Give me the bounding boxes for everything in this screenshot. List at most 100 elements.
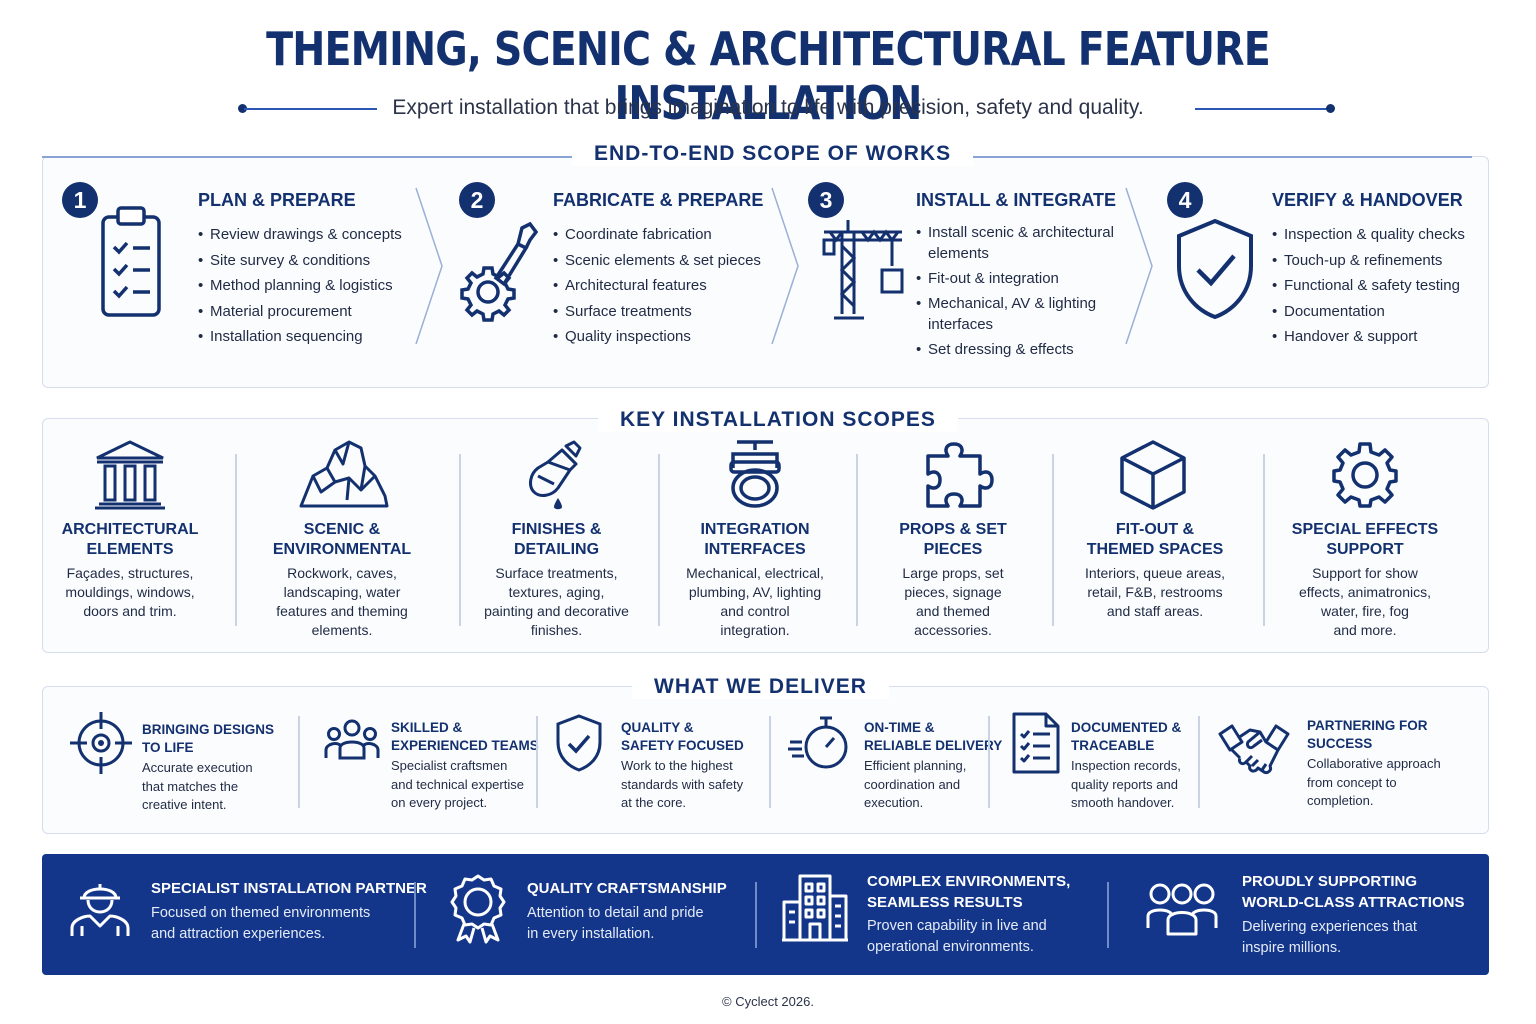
buildings-icon	[782, 874, 848, 942]
puzzle-piece-icon	[926, 442, 994, 508]
target-icon	[70, 712, 132, 774]
step-1-title: PLAN & PREPARE	[198, 190, 356, 210]
deliver-heading: WHAT WE DELIVER	[632, 675, 889, 699]
scope-description: Mechanical, electrical, plumbing, AV, li…	[686, 565, 824, 638]
divider	[1107, 882, 1109, 948]
band-description: Focused on themed environments and attra…	[151, 905, 371, 942]
band-title: PROUDLY SUPPORTING WORLD-CLASS ATTRACTIO…	[1242, 873, 1465, 911]
divider	[856, 454, 858, 626]
deliver-description: Specialist craftsmen and technical exper…	[391, 758, 524, 810]
subtitle-left-dot	[238, 104, 247, 113]
scope-title: SPECIAL EFFECTS SUPPORT	[1291, 521, 1439, 558]
step-2-item: Architectural features	[553, 273, 783, 299]
scope-title: SCENIC & ENVIRONMENTAL	[272, 521, 412, 558]
step-1-item: Method planning & logistics	[198, 273, 418, 299]
step-1-item: Site survey & conditions	[198, 248, 418, 274]
deliver-title: ON-TIME & RELIABLE DELIVERY	[864, 720, 1003, 753]
scope-title: INTEGRATION INTERFACES	[700, 521, 810, 558]
subtitle-right-line	[1195, 108, 1329, 110]
deliver-description: Inspection records, quality reports and …	[1071, 758, 1181, 810]
scope-description: Façades, structures, mouldings, windows,…	[65, 565, 195, 619]
step-3-number: 3	[808, 182, 844, 218]
divider	[459, 454, 461, 626]
step-4-number: 4	[1167, 182, 1203, 218]
step-4-item: Functional & safety testing	[1272, 273, 1482, 299]
step-1-item: Material procurement	[198, 299, 418, 325]
deliver-title: QUALITY & SAFETY FOCUSED	[621, 720, 744, 753]
deliver-title: BRINGING DESIGNS TO LIFE	[142, 722, 275, 755]
scope-description: Rockwork, caves, landscaping, water feat…	[276, 565, 408, 638]
columns-building-icon	[95, 440, 165, 510]
highlights-band: SPECIALIST INSTALLATION PARTNER Focused …	[42, 854, 1489, 975]
divider	[1052, 454, 1054, 626]
deliver-description: Efficient planning, coordination and exe…	[864, 758, 967, 810]
divider	[1263, 454, 1265, 626]
step-1-list: Review drawings & concepts Site survey &…	[198, 222, 418, 350]
gear-icon	[1332, 442, 1398, 508]
step-1-item: Review drawings & concepts	[198, 222, 418, 248]
band-description: Attention to detail and pride in every i…	[527, 905, 704, 942]
step-2-item: Surface treatments	[553, 299, 783, 325]
page-subtitle: Expert installation that brings imaginat…	[392, 96, 1144, 119]
cube-icon	[1120, 440, 1186, 510]
scope-title: ARCHITECTURAL ELEMENTS	[61, 521, 199, 558]
divider	[298, 716, 300, 808]
handshake-icon	[1218, 724, 1290, 774]
page-title: THEMING, SCENIC & ARCHITECTURAL FEATURE …	[266, 22, 1271, 130]
subtitle-left-line	[244, 108, 377, 110]
step-2-item: Coordinate fabrication	[553, 222, 783, 248]
step-3-title: INSTALL & INTEGRATE	[916, 190, 1116, 210]
scope-of-works-heading: END-TO-END SCOPE OF WORKS	[572, 142, 974, 166]
scope-description: Support for show effects, animatronics, …	[1298, 565, 1432, 638]
step-2-list: Coordinate fabrication Scenic elements &…	[553, 222, 783, 350]
band-title: COMPLEX ENVIRONMENTS, SEAMLESS RESULTS	[867, 873, 1071, 911]
stopwatch-icon	[788, 716, 848, 769]
step-4-item: Documentation	[1272, 299, 1482, 325]
deliver-description: Work to the highest standards with safet…	[621, 758, 744, 810]
scope-heading-line-left	[42, 156, 572, 158]
key-scopes-panel	[42, 418, 1489, 653]
chevron-right-icon	[415, 187, 443, 345]
step-1-item: Installation sequencing	[198, 324, 418, 350]
divider	[755, 882, 757, 948]
band-description: Delivering experiences that inspire mill…	[1242, 919, 1417, 956]
band-title: QUALITY CRAFTSMANSHIP	[527, 880, 727, 897]
divider	[536, 716, 538, 808]
copyright: © Cyclect 2026.	[722, 994, 814, 1009]
subtitle-row: Expert installation that brings imaginat…	[0, 96, 1536, 126]
crane-icon	[822, 220, 904, 320]
step-3-item: Set dressing & effects	[916, 339, 1126, 360]
divider	[1198, 716, 1200, 808]
step-4-item: Inspection & quality checks	[1272, 222, 1482, 248]
audience-icon	[1146, 883, 1218, 936]
step-3-list: Install scenic & architectural elements …	[916, 222, 1126, 360]
team-icon	[324, 719, 380, 760]
band-title: SPECIALIST INSTALLATION PARTNER	[151, 880, 427, 897]
deliver-title: PARTNERING FOR SUCCESS	[1307, 718, 1428, 751]
step-4-list: Inspection & quality checks Touch-up & r…	[1272, 222, 1482, 350]
key-scopes-heading: KEY INSTALLATION SCOPES	[598, 408, 958, 432]
step-3-item: Install scenic & architectural elements	[916, 222, 1126, 264]
divider	[658, 454, 660, 626]
band-description: Proven capability in live and operationa…	[867, 918, 1047, 955]
deliver-title: SKILLED & EXPERIENCED TEAMS	[391, 720, 539, 753]
step-4-title: VERIFY & HANDOVER	[1272, 190, 1463, 210]
clipboard-checklist-icon	[101, 206, 161, 317]
award-rosette-icon	[450, 874, 506, 944]
subtitle-right-dot	[1326, 104, 1335, 113]
scope-heading-line-right	[942, 156, 1472, 158]
scope-title: FIT-OUT & THEMED SPACES	[1086, 521, 1224, 558]
divider	[235, 454, 237, 626]
document-checklist-icon	[1012, 712, 1060, 774]
step-1-number: 1	[62, 182, 98, 218]
hardhat-worker-icon	[70, 884, 130, 936]
scope-description: Surface treatments, textures, aging, pai…	[484, 565, 629, 638]
scope-description: Interiors, queue areas, retail, F&B, res…	[1084, 565, 1226, 619]
step-2-title: FABRICATE & PREPARE	[553, 190, 764, 210]
step-3-item: Fit-out & integration	[916, 268, 1126, 289]
divider	[769, 716, 771, 808]
scope-title: PROPS & SET PIECES	[899, 521, 1007, 558]
wrench-gear-icon	[460, 221, 539, 322]
deliver-description: Accurate execution that matches the crea…	[142, 760, 253, 812]
scope-description: Large props, set pieces, signage and the…	[902, 565, 1004, 638]
